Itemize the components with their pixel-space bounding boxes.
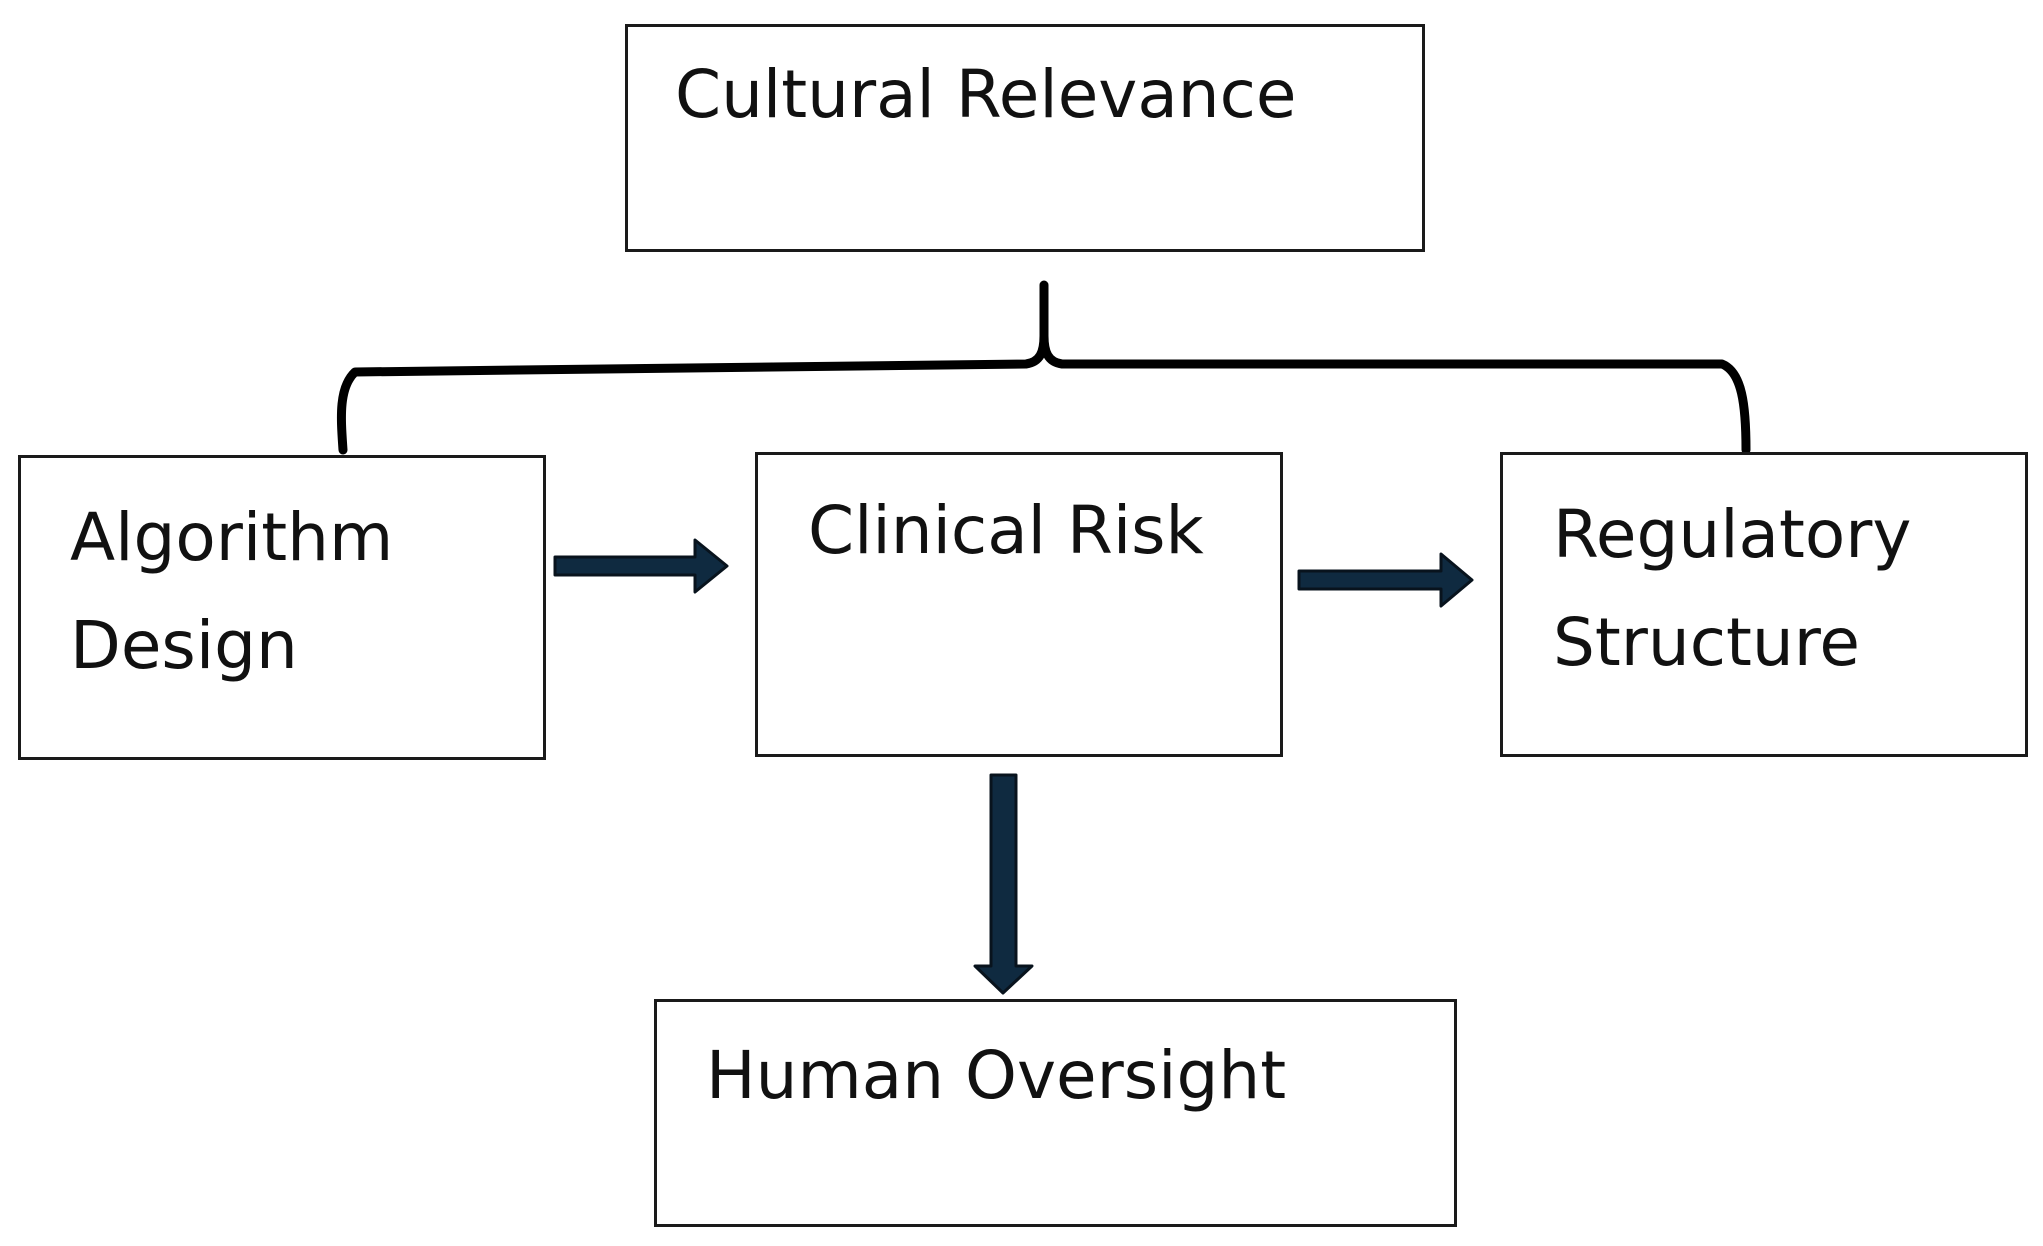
arrow-algorithm-to-clinical <box>553 538 729 594</box>
node-label: Cultural Relevance <box>675 56 1297 133</box>
node-label: Clinical Risk <box>808 492 1204 569</box>
node-human-oversight: Human Oversight <box>654 999 1457 1227</box>
node-algorithm-design: Algorithm Design <box>18 455 546 760</box>
node-cultural-relevance: Cultural Relevance <box>625 24 1425 252</box>
node-clinical-risk: Clinical Risk <box>755 452 1283 757</box>
group-brace <box>336 280 1751 455</box>
arrow-clinical-to-human <box>973 773 1034 995</box>
node-label: Human Oversight <box>706 1037 1287 1114</box>
arrow-clinical-to-regulatory <box>1297 552 1474 608</box>
node-label: Algorithm Design <box>70 499 394 684</box>
node-regulatory-structure: Regulatory Structure <box>1500 452 2028 757</box>
node-label: Regulatory Structure <box>1553 496 1912 681</box>
